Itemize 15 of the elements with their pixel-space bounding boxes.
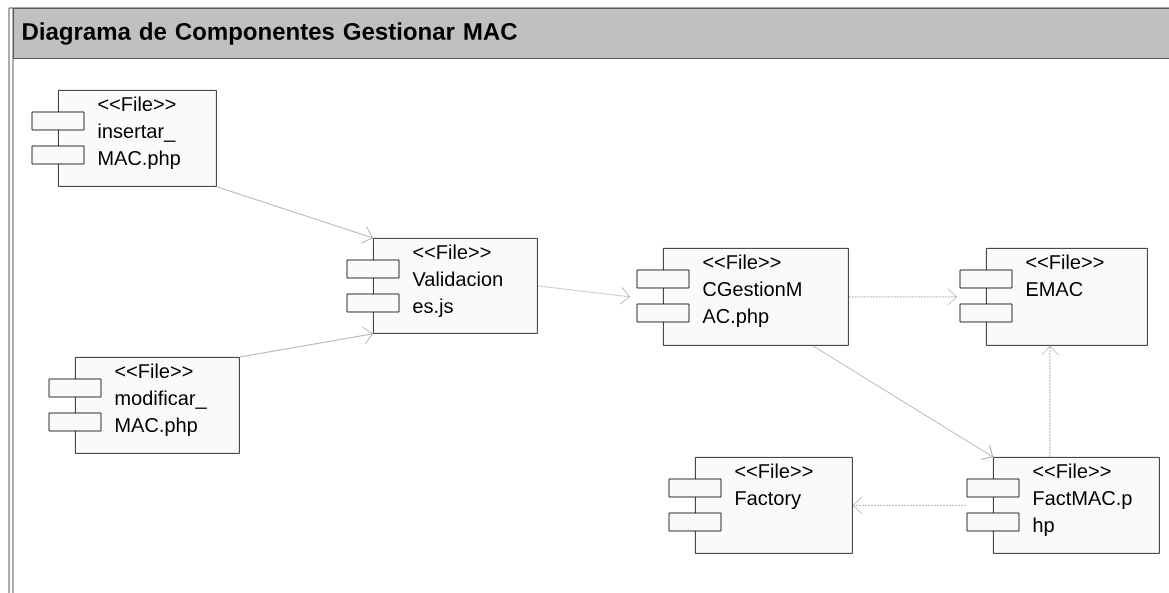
- arrow: [239, 326, 373, 358]
- title-bar: Diagrama de Componentes Gestionar MAC: [13, 8, 1169, 59]
- component-box: <<File>> CGestionM AC.php: [636, 248, 849, 346]
- arrow: [216, 186, 373, 244]
- component-box: <<File>> insertar_ MAC.php: [31, 90, 217, 187]
- arrow: [852, 496, 967, 515]
- component-box: <<File>> Factory: [668, 457, 853, 554]
- component-box: <<File>> FactMAC.p hp: [966, 457, 1160, 554]
- arrow: [1041, 345, 1059, 458]
- component-box: <<File>> EMAC: [959, 248, 1148, 346]
- arrow: [812, 345, 993, 460]
- component-box: <<File>> modificar_ MAC.php: [48, 357, 240, 454]
- component-box: <<File>> Validacion es.js: [346, 238, 538, 334]
- arrow: [537, 285, 630, 305]
- arrow: [848, 288, 957, 306]
